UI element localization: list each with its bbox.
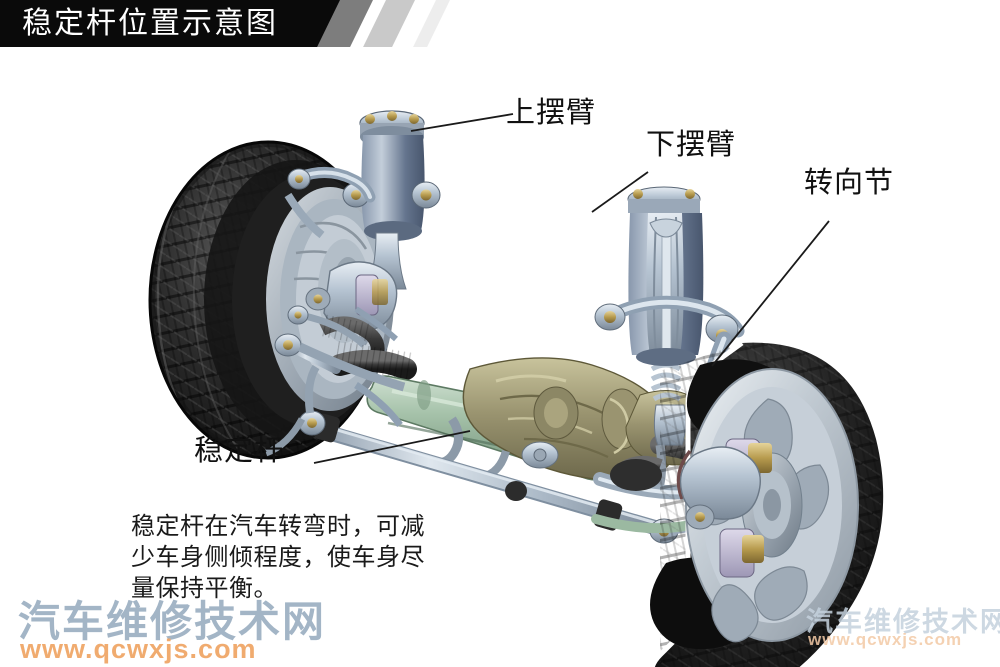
left-upper-control-arm <box>284 167 376 239</box>
left-lower-control-arm <box>298 342 406 428</box>
description-line-3: 量保持平衡。 <box>131 575 278 602</box>
header-banner: 稳定杆位置示意图 <box>0 0 1000 47</box>
page-title: 稳定杆位置示意图 <box>22 7 278 40</box>
description-text: 稳定杆在汽车转弯时，可减 少车身侧倾程度，使车身尽 量保持平衡。 <box>131 511 441 604</box>
label-upper-control-arm: 上摆臂 <box>506 97 597 129</box>
right-steering-knuckle <box>610 446 761 530</box>
watermark-right-site-name: 汽车维修技术网 <box>806 607 1000 637</box>
watermark-left-url: www.qcwxjs.com <box>20 634 257 664</box>
description-line-2: 少车身侧倾程度，使车身尽 <box>131 544 425 571</box>
banner-black-block <box>0 0 300 47</box>
label-lower-control-arm: 下摆臂 <box>646 129 737 161</box>
label-steering-knuckle: 转向节 <box>804 167 895 199</box>
watermark-right-url: www.qcwxjs.com <box>808 630 963 649</box>
left-tie-rod-end <box>264 417 306 457</box>
watermark-left-site-name: 汽车维修技术网 <box>18 598 327 645</box>
description-line-1: 稳定杆在汽车转弯时，可减 <box>131 513 425 540</box>
suspension-illustration <box>0 47 1000 667</box>
label-stabilizer-bar: 稳定杆 <box>194 435 285 467</box>
